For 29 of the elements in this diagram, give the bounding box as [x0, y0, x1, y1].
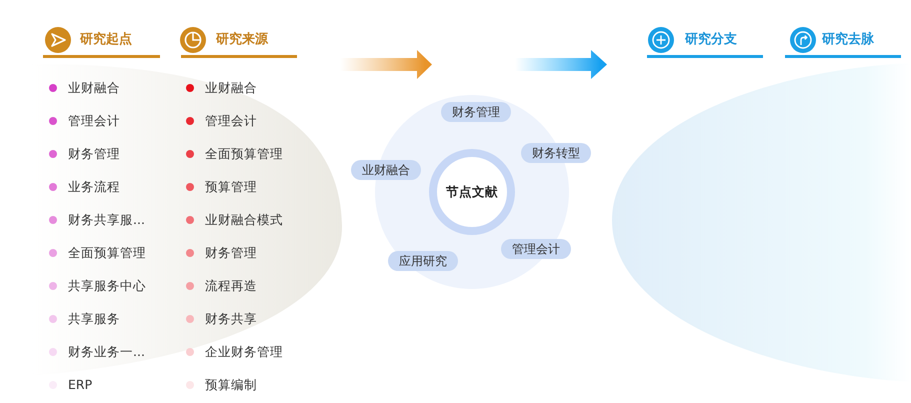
keyword-label: 预算编制	[205, 376, 257, 394]
keyword-tag: 管理会计	[501, 239, 571, 259]
keyword-label: 企业财务管理	[205, 343, 283, 361]
keyword-tag: 财务转型	[521, 143, 591, 163]
keyword-label: 财务共享服...	[68, 211, 145, 229]
keyword-label: 预算管理	[205, 178, 257, 196]
keyword-label: 财务管理	[68, 145, 120, 163]
keyword-label: 财务共享	[205, 310, 257, 328]
keyword-label: 流程再造	[205, 277, 257, 295]
keyword-tag: 业财融合	[351, 160, 421, 180]
keyword-label: 全面预算管理	[68, 244, 146, 262]
section-heading: 研究去脉	[822, 31, 874, 49]
section-heading: 研究起点	[80, 31, 132, 49]
keyword-label: 管理会计	[205, 112, 257, 130]
keyword-label: 业财融合模式	[205, 211, 283, 229]
keyword-label: 共享服务	[68, 310, 120, 328]
section-heading: 研究分支	[685, 31, 737, 49]
section-heading: 研究来源	[216, 31, 268, 49]
keyword-label: 业财融合	[68, 79, 120, 97]
keyword-label: 全面预算管理	[205, 145, 283, 163]
keyword-tag: 应用研究	[388, 251, 458, 271]
keyword-label: 财务业务一...	[68, 343, 145, 361]
keyword-label: 业务流程	[68, 178, 120, 196]
keyword-label: 管理会计	[68, 112, 120, 130]
keyword-tag: 财务管理	[441, 102, 511, 122]
keyword-label: 业财融合	[205, 79, 257, 97]
keyword-label: ERP	[68, 376, 92, 394]
keyword-label: 财务管理	[205, 244, 257, 262]
keyword-label: 共享服务中心	[68, 277, 146, 295]
